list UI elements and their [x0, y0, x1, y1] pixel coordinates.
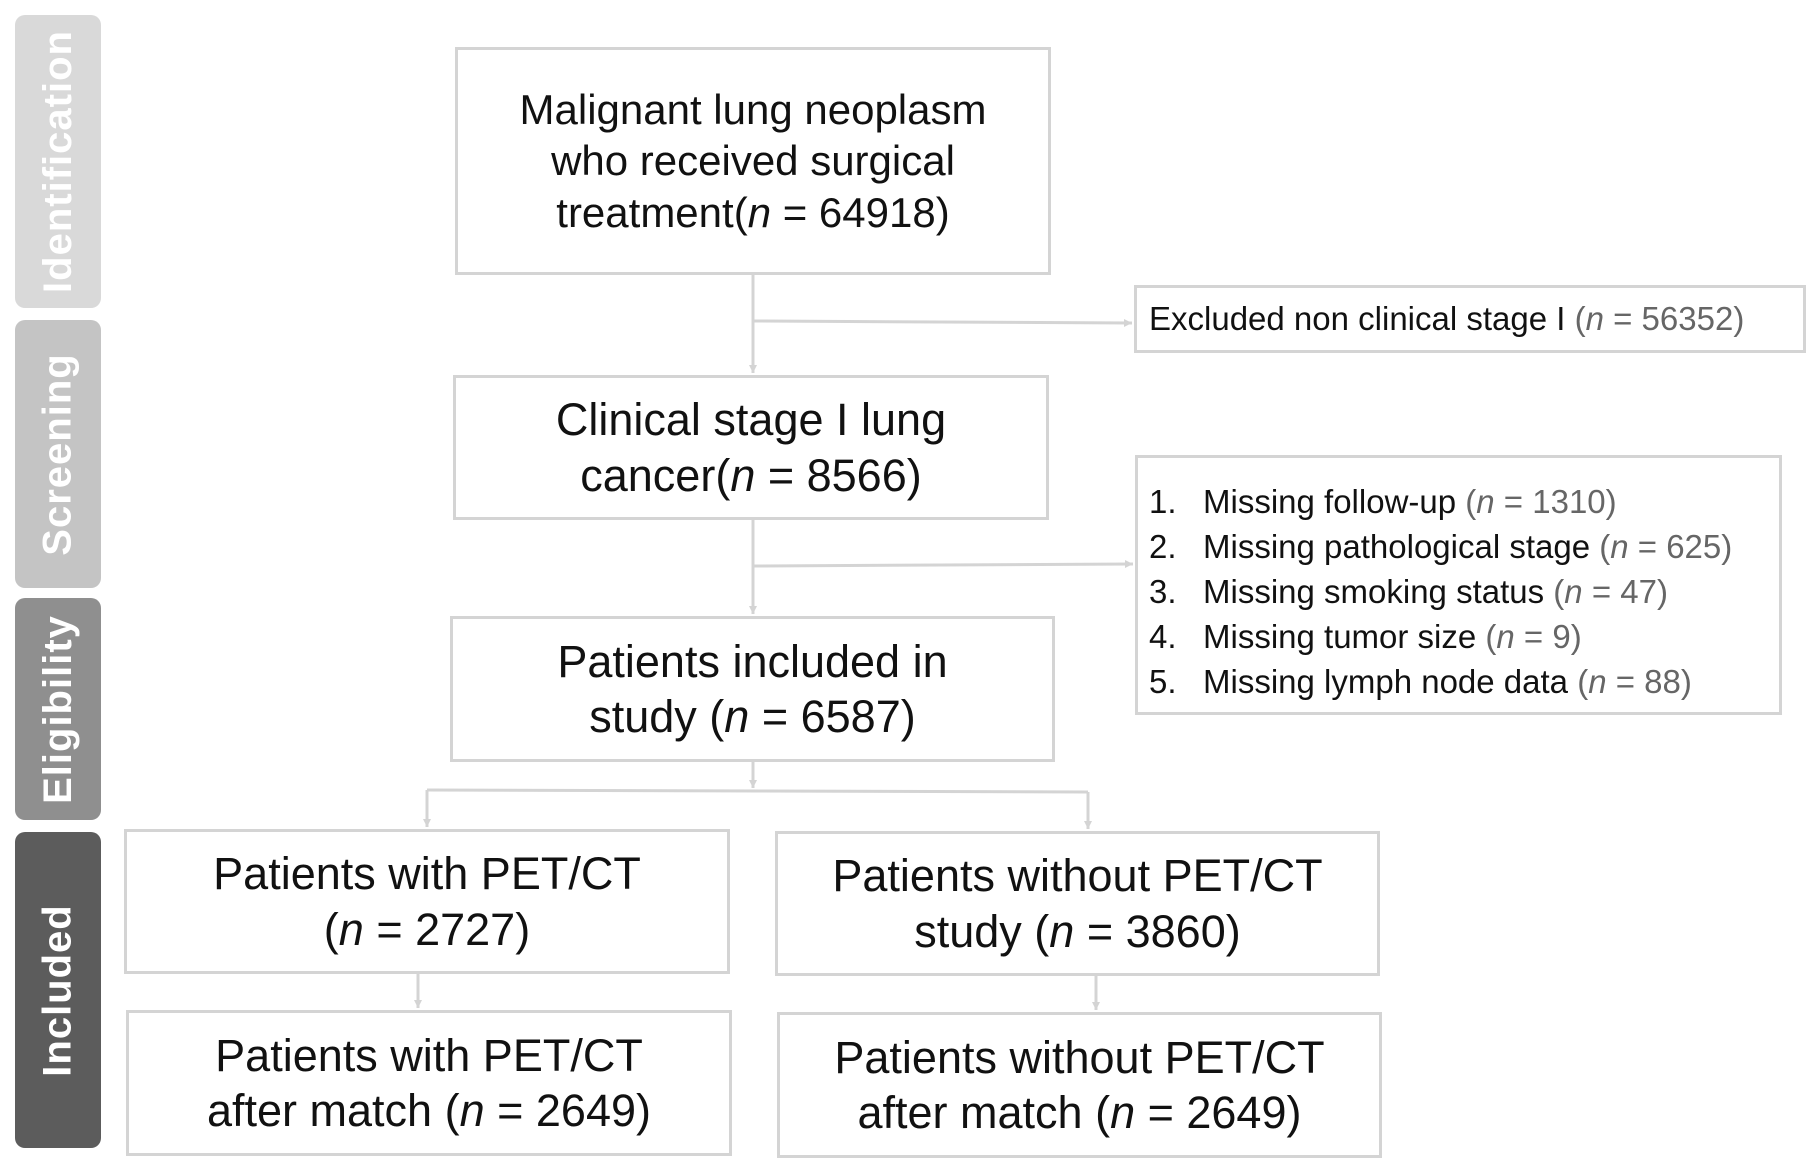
included-line-1: Patients included in [557, 635, 948, 687]
nopet-line-1: Patients without PET/CT [832, 850, 1323, 902]
box-exclusion-non-stage-1: Excluded non clinical stage I (n = 56352… [1134, 285, 1806, 353]
stage-screening: Screening [15, 320, 101, 588]
pet-line-1: Patients with PET/CT [213, 848, 641, 900]
pet-matched-line-1: Patients with PET/CT [215, 1029, 643, 1081]
list-item: 4. Missing tumor size (n = 9) [1149, 618, 1582, 655]
list-item: 3. Missing smoking status (n = 47) [1149, 573, 1668, 610]
stage-included: Included [15, 832, 101, 1148]
split-horizontal-line [426, 788, 1089, 794]
nopet-line-2: study (n = 3860) [914, 905, 1241, 957]
exclusion-1-text: Excluded non clinical stage I (n = 56352… [1149, 299, 1745, 337]
box-petct-after-match: Patients with PET/CT after match (n = 26… [126, 1010, 732, 1156]
included-line-2: study (n = 6587) [589, 691, 916, 742]
box-clinical-stage-1: Clinical stage I lung cancer(n = 8566) [453, 375, 1049, 520]
stage-eligibility: Eligibility [15, 598, 101, 820]
identified-line-3: treatment(n = 64918) [556, 188, 950, 236]
pet-line-2: (n = 2727) [323, 903, 531, 955]
box-identified-patients: Malignant lung neoplasm who received sur… [455, 47, 1051, 275]
box-exclusion-missing-data: 1. Missing follow-up (n = 1310) 2. Missi… [1135, 455, 1782, 715]
box-patients-with-petct: Patients with PET/CT (n = 2727) [124, 829, 730, 974]
stage1-line-2: cancer(n = 8566) [580, 449, 922, 501]
nopet-matched-line-1: Patients without PET/CT [834, 1031, 1325, 1083]
pet-matched-line-2: after match (n = 2649) [207, 1085, 651, 1136]
identified-line-1: Malignant lung neoplasm [519, 85, 987, 133]
list-item: 1. Missing follow-up (n = 1310) [1149, 483, 1617, 520]
list-item: 2. Missing pathological stage (n = 625) [1149, 528, 1733, 565]
nopet-matched-line-2: after match (n = 2649) [857, 1087, 1302, 1138]
box-patients-without-petct: Patients without PET/CT study (n = 3860) [775, 831, 1380, 976]
stage-identification: Identification [15, 15, 101, 308]
arrow-to-exclusion-1 [752, 318, 1133, 327]
box-no-petct-after-match: Patients without PET/CT after match (n =… [777, 1012, 1382, 1158]
identified-line-2: who received surgical [551, 137, 955, 185]
list-item: 5. Missing lymph node data (n = 88) [1149, 663, 1692, 700]
box-patients-included: Patients included in study (n = 6587) [450, 616, 1055, 762]
stage1-line-1: Clinical stage I lung [555, 394, 947, 446]
exclusion-reasons-list: 1. Missing follow-up (n = 1310) 2. Missi… [1149, 479, 1732, 704]
arrow-to-exclusion-2 [752, 560, 1134, 569]
